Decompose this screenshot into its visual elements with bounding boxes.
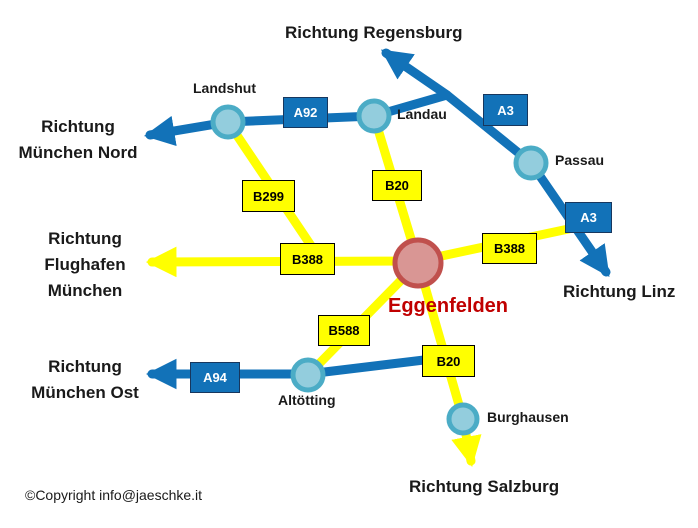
direction-label-muenchen-nord: Richtung München Nord: [8, 114, 148, 166]
road-badge-a3-south: A3: [565, 202, 612, 233]
city-node-landshut: [210, 104, 246, 140]
center-city-label: Eggenfelden: [388, 295, 509, 317]
city-label-burghausen: Burghausen: [487, 409, 569, 425]
city-label-landshut: Landshut: [193, 80, 256, 96]
direction-label-linz: Richtung Linz: [563, 282, 676, 301]
copyright-text: ©Copyright info@jaeschke.it: [25, 487, 203, 503]
direction-label-line: Richtung: [41, 117, 115, 136]
road-badge-b20-north: B20: [372, 170, 422, 201]
road-badge-a94: A94: [190, 362, 240, 393]
road-badge-b299: B299: [242, 180, 295, 212]
city-node-burghausen: [446, 402, 480, 436]
city-node-eggenfelden: [392, 237, 444, 289]
city-label-landau: Landau: [397, 106, 447, 122]
city-node-altoetting: [290, 357, 326, 393]
road-badge-b388-east: B388: [482, 233, 537, 264]
road-badge-b20-south: B20: [422, 345, 475, 377]
direction-label-salzburg: Richtung Salzburg: [409, 477, 560, 496]
direction-label-line: Flughafen: [44, 255, 126, 274]
city-node-landau: [356, 98, 392, 134]
road-badge-a3-north: A3: [483, 94, 528, 126]
road-badge-b588: B588: [318, 315, 370, 346]
city-label-altoetting: Altötting: [278, 392, 336, 408]
direction-label-line: Richtung: [48, 357, 122, 376]
city-label-passau: Passau: [555, 152, 605, 168]
road-badge-b388-west: B388: [280, 243, 335, 275]
road-badge-a92: A92: [283, 97, 328, 128]
direction-label-regensburg: Richtung Regensburg: [285, 23, 463, 42]
direction-label-line: München Nord: [18, 143, 138, 162]
city-node-passau: [513, 145, 549, 181]
direction-label-flughafen-muenchen: Richtung Flughafen München: [15, 226, 155, 304]
direction-label-line: München Ost: [31, 383, 139, 402]
direction-label-muenchen-ost: Richtung München Ost: [15, 354, 155, 406]
direction-label-line: Richtung: [48, 229, 122, 248]
direction-label-line: München: [47, 281, 123, 300]
